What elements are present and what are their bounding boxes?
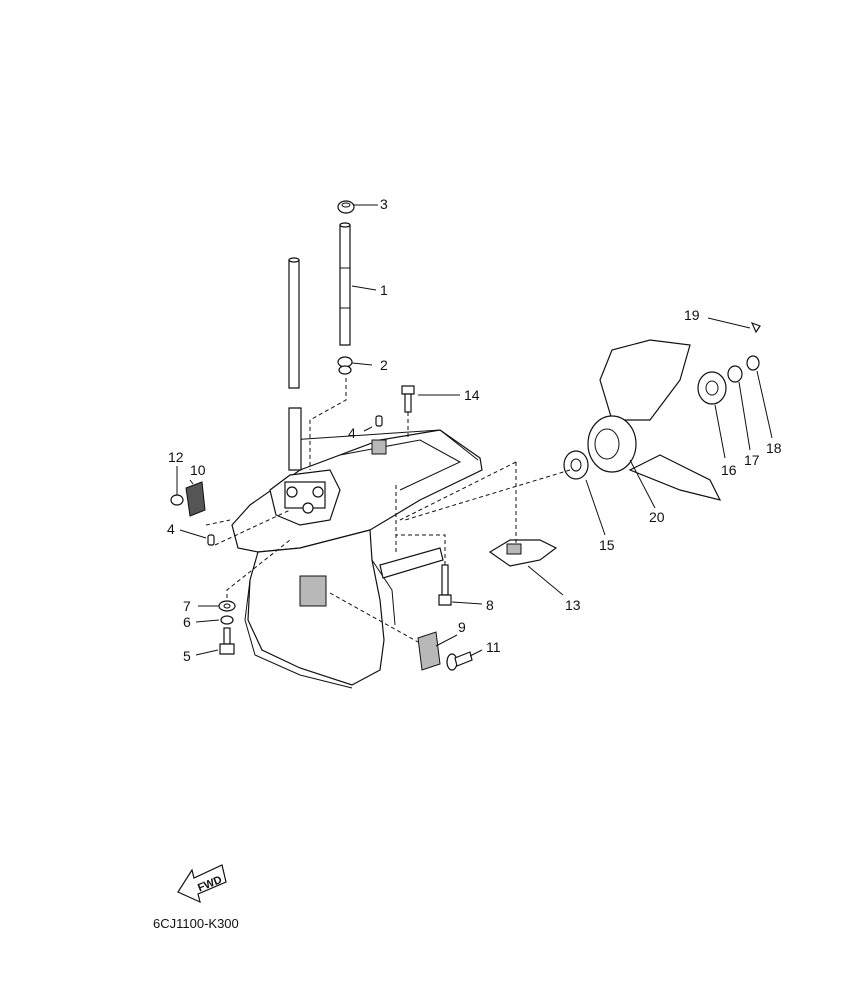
- cotter-pin-19: [750, 321, 761, 334]
- spacer-16: [697, 371, 727, 405]
- callout-11: 11: [486, 639, 501, 655]
- diagram-code: 6CJ1100-K300: [153, 916, 239, 931]
- washer-7: [218, 600, 236, 612]
- callout-13: 13: [565, 597, 581, 613]
- callout-14: 14: [464, 387, 480, 403]
- callout-6: 6: [183, 614, 191, 630]
- callout-2: 2: [380, 357, 388, 373]
- screw-11: [446, 651, 473, 671]
- grommet-2: [337, 356, 353, 375]
- nut-12: [170, 494, 184, 506]
- callout-3: 3: [380, 196, 388, 212]
- plate-9: [417, 631, 441, 671]
- anode-13: [488, 539, 558, 567]
- plate-10: [185, 481, 206, 517]
- washer-6: [220, 615, 234, 625]
- lower-case-housing: [231, 257, 483, 689]
- callout-19: 19: [684, 307, 700, 323]
- nut-18: [746, 355, 760, 371]
- callout-18: 18: [766, 440, 782, 456]
- bolt-14: [401, 385, 415, 413]
- callout-17: 17: [744, 452, 760, 468]
- callout-10: 10: [190, 462, 206, 478]
- callouts: 1 2 3 4 4 5 6 7 8 9 10 11 12 13 14 15 16…: [167, 196, 782, 664]
- callout-16: 16: [721, 462, 737, 478]
- propeller-20: [587, 339, 722, 501]
- callout-5: 5: [183, 648, 191, 664]
- callout-4a: 4: [348, 425, 356, 441]
- dowel-pin-4a: [375, 415, 383, 427]
- callout-20: 20: [649, 509, 665, 525]
- washer-17: [727, 365, 743, 383]
- callout-15: 15: [599, 537, 615, 553]
- callout-8: 8: [486, 597, 494, 613]
- water-tube: [339, 222, 351, 346]
- callout-4b: 4: [167, 521, 175, 537]
- callout-7: 7: [183, 598, 191, 614]
- grommet-3: [337, 200, 355, 214]
- callout-9: 9: [458, 619, 466, 635]
- leader-lines: [176, 204, 773, 657]
- dowel-pin-4b: [207, 534, 215, 546]
- fwd-arrow-icon: FWD: [177, 864, 227, 904]
- spacer-15: [563, 450, 589, 480]
- bolt-8: [438, 564, 452, 606]
- bolt-5: [219, 627, 235, 655]
- callout-1: 1: [380, 282, 388, 298]
- callout-12: 12: [168, 449, 184, 465]
